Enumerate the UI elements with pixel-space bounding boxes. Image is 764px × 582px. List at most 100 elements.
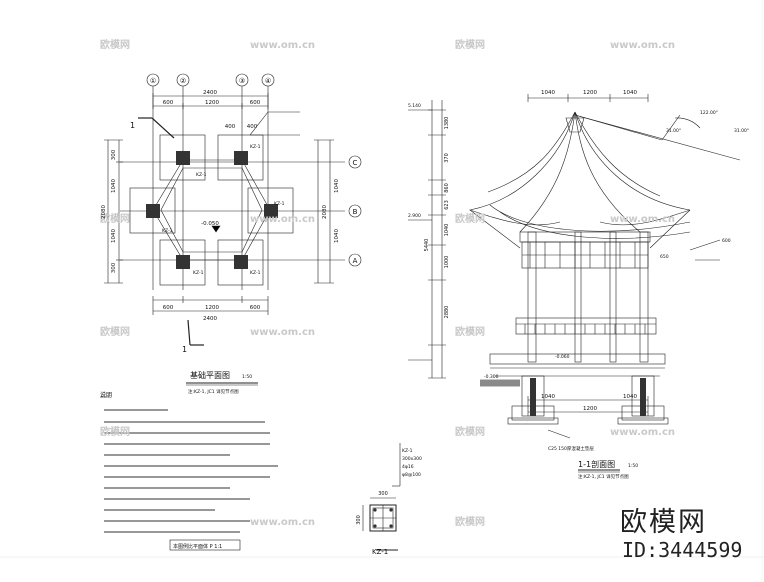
plan-column (176, 255, 190, 269)
dimension-label: 400 (247, 124, 258, 130)
watermark-url: www.om.cn (610, 40, 675, 51)
plan-column (176, 151, 190, 165)
dimension-label: 1200 (583, 90, 597, 96)
dimension-label: 2080 (101, 205, 107, 219)
plan-title: 基础平面图 (190, 370, 230, 380)
dimension-label: 860 (444, 183, 450, 193)
dimension-label: 2400 (203, 90, 217, 96)
dimension-label: 600 (163, 100, 174, 106)
section-callout: 650 (660, 254, 669, 260)
dimension-label: 5440 (424, 239, 430, 252)
watermark-brand: 欧模网 (455, 212, 485, 225)
watermark-brand: 欧模网 (455, 325, 485, 338)
watermark-brand: 欧模网 (455, 38, 485, 51)
plan-scale: 1:50 (242, 374, 252, 380)
dimension-label: 600 (250, 305, 261, 311)
section-column-footing (640, 378, 646, 416)
watermark-url: www.om.cn (250, 517, 315, 528)
dimension-label: 1040 (541, 90, 555, 96)
plan-column (264, 204, 278, 218)
section-title: 1-1剖面图 (578, 459, 615, 469)
dimension-label: 400 (225, 124, 236, 130)
dimension-label: 1200 (583, 406, 597, 412)
dimension-label: 1040 (541, 394, 555, 400)
section-callout: C25 150厚混凝土垫层 (548, 445, 594, 452)
notes-heading: 说明 (100, 391, 112, 399)
column-tag: KZ-1 (250, 270, 261, 276)
angle-label: 31.00° (734, 128, 749, 134)
level-label: -0.060 (555, 354, 570, 360)
watermark-brand: 欧模网 (100, 212, 130, 225)
axis-label: C (353, 159, 358, 167)
watermark-url: www.om.cn (250, 327, 315, 338)
dimension-label: 300 (111, 262, 117, 273)
dimension-label: 1040 (444, 224, 450, 237)
watermark-url: www.om.cn (250, 214, 315, 225)
dimension-label: 1000 (444, 256, 450, 269)
column-detail-title: KZ-1 (372, 548, 388, 556)
dimension-label: 1040 (334, 229, 340, 243)
angle-label: 122.00° (700, 110, 718, 116)
column-callout: 4φ16 (402, 464, 414, 470)
column-callout: 300x300 (402, 456, 422, 462)
watermark-brand: 欧模网 (455, 425, 485, 438)
dimension-label: 1040 (111, 179, 117, 193)
section-mark: 1 (130, 121, 135, 130)
column-callout: KZ-1 (402, 448, 413, 454)
level-label: -0.050 (201, 221, 219, 227)
axis-label: A (353, 257, 358, 265)
dimension-label: 2400 (203, 316, 217, 322)
level-label: -0.300 (484, 374, 499, 380)
watermark-url: www.om.cn (610, 214, 675, 225)
brand-id: ID:3444599 (622, 538, 743, 562)
dimension-label: 1040 (334, 179, 340, 193)
section-callout: 600 (722, 238, 731, 244)
dimension-label: 1380 (444, 117, 450, 130)
section-scale: 1:50 (628, 463, 638, 469)
section-subtitle: 注:KZ-1, JC1 详见节点图 (578, 473, 629, 480)
dimension-label: 1040 (623, 394, 637, 400)
axis-label: ② (180, 77, 186, 85)
dimension-label: 2080 (322, 205, 328, 219)
axis-label: ① (150, 77, 156, 85)
column-tag: KZ-1 (250, 144, 261, 150)
column-tag: KZ-1 (196, 172, 207, 178)
column-tag: KZ-1 (274, 201, 285, 207)
watermark-url: www.om.cn (250, 40, 315, 51)
watermark-brand: 欧模网 (455, 515, 485, 528)
dimension-label: 300 (378, 491, 388, 497)
plan-column (234, 255, 248, 269)
dimension-label: 370 (444, 153, 450, 163)
dimension-label: 1200 (205, 305, 219, 311)
axis-label: B (353, 208, 358, 216)
axis-label: ④ (265, 77, 271, 85)
plan-column (146, 204, 160, 218)
level-label: 2.900 (408, 213, 421, 219)
section-column-footing (530, 378, 536, 416)
column-tag: KZ-1 (162, 228, 173, 234)
dimension-label: 300 (111, 149, 117, 160)
dimension-label: 300 (356, 515, 362, 525)
notes-footer: 本图例比平面体 P 1:1 (173, 543, 222, 550)
column-tag: KZ-1 (193, 270, 204, 276)
watermark-url: www.om.cn (610, 427, 675, 438)
watermark-brand: 欧模网 (100, 425, 130, 438)
dimension-label: 600 (250, 100, 261, 106)
dimension-label: 1040 (623, 90, 637, 96)
brand-name: 欧模网 (620, 507, 707, 538)
plan-column (234, 151, 248, 165)
section-mark: 1 (182, 345, 187, 354)
dimension-label: 600 (163, 305, 174, 311)
dimension-label: 623 (444, 200, 450, 210)
level-label: 5.140 (408, 103, 421, 109)
dimension-label: 1200 (205, 100, 219, 106)
watermark-brand: 欧模网 (100, 325, 130, 338)
dimension-label: 2880 (444, 306, 450, 319)
dimension-label: 1040 (111, 229, 117, 243)
column-callout: φ8@100 (402, 472, 421, 478)
angle-label: 31.00° (666, 128, 681, 134)
plan-subtitle: 注:KZ-1, JC1 详见节点图 (188, 388, 239, 395)
axis-label: ③ (239, 77, 245, 85)
